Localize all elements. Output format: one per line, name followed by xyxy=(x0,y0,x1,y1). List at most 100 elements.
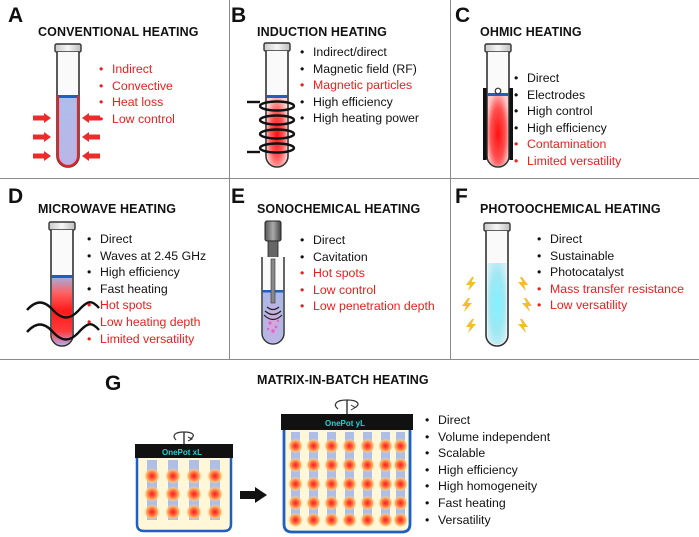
panel-letter: F xyxy=(455,185,468,208)
feature-item: Limited versatility xyxy=(87,331,206,348)
hot-spot xyxy=(360,438,375,454)
hot-spot xyxy=(288,457,303,473)
hot-spot xyxy=(288,495,303,511)
hot-spot xyxy=(360,512,375,528)
feature-item: Sustainable xyxy=(537,248,684,265)
panel-b: B INDUCTION HEATING Indirect/direct Magn… xyxy=(230,0,450,178)
small-reactor-label: OnePot xL xyxy=(162,448,203,457)
panel-title: MICROWAVE HEATING xyxy=(38,202,177,216)
feature-item: High efficiency xyxy=(514,120,621,137)
panel-a: A CONVENTIONAL HEATING Indirect Convecti… xyxy=(0,0,229,178)
feature-item: Low versatility xyxy=(537,297,684,314)
panel-title: OHMIC HEATING xyxy=(480,25,582,39)
feature-item: Direct xyxy=(300,232,435,249)
hot-spot xyxy=(306,438,321,454)
hot-spot xyxy=(342,512,357,528)
feature-list: Direct Electrodes High control High effi… xyxy=(514,70,621,170)
panel-letter: G xyxy=(105,372,122,395)
panel-title: MATRIX-IN-BATCH HEATING xyxy=(257,373,429,387)
hot-spot xyxy=(324,512,339,528)
divider xyxy=(0,359,699,360)
hot-spot xyxy=(378,512,393,528)
divider xyxy=(0,178,699,179)
light-bolt-icon xyxy=(522,298,532,312)
feature-item: High efficiency xyxy=(300,94,419,111)
feature-list: Direct Waves at 2.45 GHz High efficiency… xyxy=(87,231,206,347)
feature-item: Fast heating xyxy=(87,281,206,298)
feature-item: Direct xyxy=(425,412,550,429)
hot-spot xyxy=(378,495,393,511)
feature-item: Fast heating xyxy=(425,495,550,512)
feature-item: High control xyxy=(514,103,621,120)
feature-item: Low control xyxy=(99,111,175,128)
hot-spot xyxy=(360,495,375,511)
feature-item: Low control xyxy=(300,282,435,299)
light-bolt-icon xyxy=(462,298,472,312)
panel-title: SONOCHEMICAL HEATING xyxy=(257,202,421,216)
divider xyxy=(229,0,230,360)
hot-spot xyxy=(378,476,393,492)
large-reactor-label: OnePot yL xyxy=(325,419,366,428)
hot-spot xyxy=(393,512,408,528)
ultrasound-probe-icon xyxy=(261,220,285,345)
hot-spot xyxy=(342,438,357,454)
feature-item: Indirect xyxy=(99,61,175,78)
feature-item: Limited versatility xyxy=(514,153,621,170)
feature-item: Convective xyxy=(99,78,175,95)
panel-c: C OHMIC HEATING Direct Electrodes High c… xyxy=(451,0,699,178)
panel-title: CONVENTIONAL HEATING xyxy=(38,25,199,39)
feature-list: Indirect Convective Heat loss Low contro… xyxy=(99,61,175,127)
feature-item: Direct xyxy=(537,231,684,248)
hot-spot xyxy=(342,457,357,473)
light-bolt-icon xyxy=(518,319,528,333)
heat-arrow-icon xyxy=(33,151,51,161)
feature-item: Magnetic particles xyxy=(300,77,419,94)
heat-arrow-icon xyxy=(33,113,51,123)
test-tube-icon xyxy=(54,43,82,168)
panel-letter: D xyxy=(8,185,24,208)
heat-arrow-icon xyxy=(82,151,100,161)
panel-f: F PHOTOOCHEMICAL HEATING Direct Sustaina… xyxy=(451,179,699,359)
panel-letter: C xyxy=(455,4,471,27)
panel-title: INDUCTION HEATING xyxy=(257,25,387,39)
test-tube-icon xyxy=(247,42,296,168)
feature-item: Scalable xyxy=(425,445,550,462)
hot-spot xyxy=(393,438,408,454)
divider xyxy=(450,0,451,360)
feature-item: High heating power xyxy=(300,110,419,127)
hot-spot xyxy=(393,495,408,511)
light-bolt-icon xyxy=(466,277,476,291)
feature-list: Direct Sustainable Photocatalyst Mass tr… xyxy=(537,231,684,314)
hot-spot xyxy=(324,495,339,511)
hot-spot xyxy=(393,476,408,492)
feature-item: Mass transfer resistance xyxy=(537,281,684,298)
feature-item: Waves at 2.45 GHz xyxy=(87,248,206,265)
hot-spot xyxy=(288,476,303,492)
hot-spot xyxy=(378,457,393,473)
hot-spot xyxy=(306,457,321,473)
right-arrow-icon xyxy=(240,487,267,503)
test-tube-icon xyxy=(483,222,511,347)
feature-item: Heat loss xyxy=(99,94,175,111)
feature-item: Direct xyxy=(514,70,621,87)
hot-spot xyxy=(306,512,321,528)
panel-letter: B xyxy=(231,4,247,27)
panel-letter: E xyxy=(231,185,246,208)
feature-item: High homogeneity xyxy=(425,478,550,495)
large-reactor xyxy=(281,399,413,534)
hot-spot xyxy=(360,457,375,473)
feature-item: Cavitation xyxy=(300,249,435,266)
feature-item: High efficiency xyxy=(87,264,206,281)
panel-letter: A xyxy=(8,4,24,27)
feature-list: Direct Volume independent Scalable High … xyxy=(425,412,550,528)
test-tube-icon xyxy=(26,221,100,347)
feature-list: Direct Cavitation Hot spots Low control … xyxy=(300,232,435,315)
light-bolt-icon xyxy=(518,277,528,291)
hot-spot xyxy=(342,495,357,511)
small-reactor xyxy=(135,431,233,533)
light-bolt-icon xyxy=(466,319,476,333)
feature-item: Photocatalyst xyxy=(537,264,684,281)
feature-item: Indirect/direct xyxy=(300,44,419,61)
panel-e: E SONOCHEMICAL HEATING Direct Cavitation… xyxy=(230,179,450,359)
feature-list: Indirect/direct Magnetic field (RF) Magn… xyxy=(300,44,419,127)
